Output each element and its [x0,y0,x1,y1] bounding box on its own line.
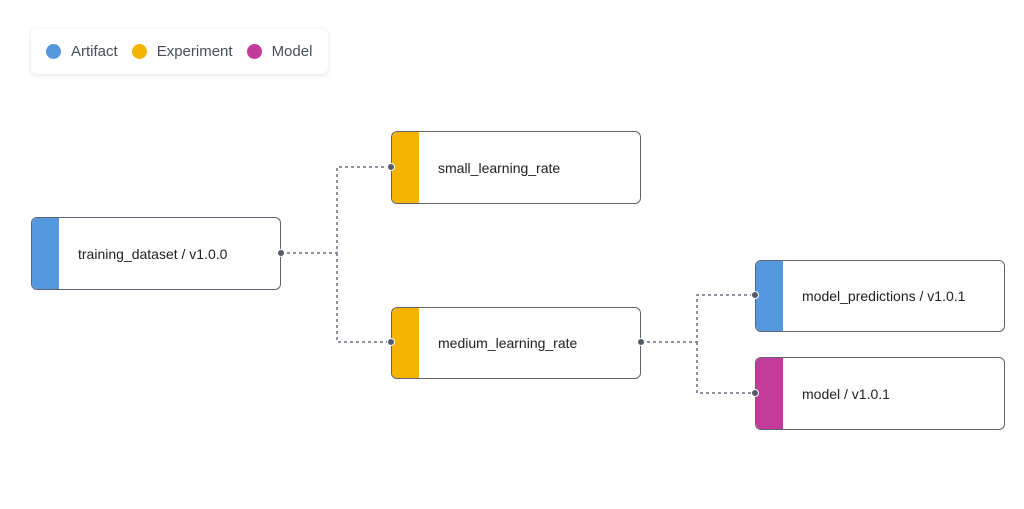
node-label: small_learning_rate [438,159,561,176]
edge-medium-to-predictions [641,294,755,343]
artifact-bar [32,218,59,289]
node-model[interactable]: model / v1.0.1 [755,357,1005,430]
port-dot [277,249,285,257]
legend-item-experiment: Experiment [131,43,233,60]
experiment-bar [392,308,419,378]
edge-medium-to-model [696,342,755,394]
port-dot [387,163,395,171]
legend-label: Experiment [156,43,233,60]
node-small-learning-rate[interactable]: small_learning_rate [391,131,641,204]
artifact-dot-icon [46,44,61,59]
node-label: model_predictions / v1.0.1 [802,288,966,304]
legend-item-model: Model [246,43,313,60]
port-dot [387,338,395,346]
port-dot [751,389,759,397]
port-dot [751,291,759,299]
node-medium-learning-rate[interactable]: medium_learning_rate [391,307,641,379]
node-model-predictions[interactable]: model_predictions / v1.0.1 [755,260,1005,332]
legend-label: Model [271,43,313,60]
node-label: model / v1.0.1 [802,385,890,402]
legend: Artifact Experiment Model [31,29,328,74]
experiment-dot-icon [131,44,147,59]
legend-item-artifact: Artifact [46,43,118,60]
model-dot-icon [246,44,262,59]
node-label: training_dataset / v1.0.0 [78,245,228,262]
artifact-bar [756,261,783,331]
port-dot [637,338,645,346]
edge-training-to-small [281,166,391,254]
node-training-dataset[interactable]: training_dataset / v1.0.0 [31,217,281,290]
legend-label: Artifact [71,43,118,60]
experiment-bar [392,132,419,203]
model-bar [756,358,783,429]
node-label: medium_learning_rate [438,335,578,351]
